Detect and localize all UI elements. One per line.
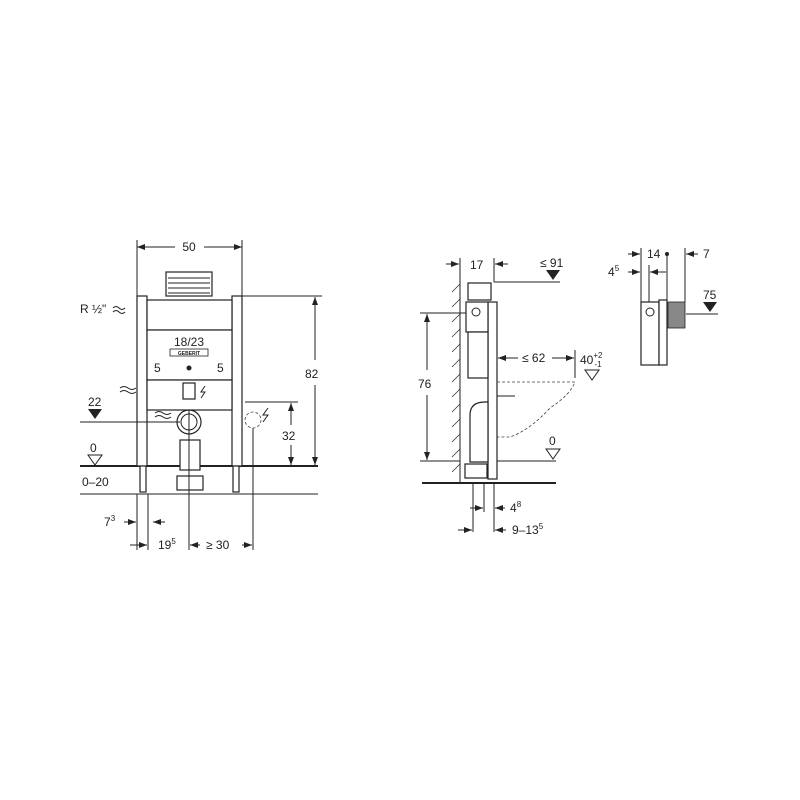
connection-label: R ½" — [80, 302, 106, 316]
level-marker-open — [584, 369, 600, 381]
foot-left — [139, 465, 147, 493]
electricity-icon-inner — [200, 385, 206, 399]
frame-right-post — [231, 295, 243, 467]
water-supply-icon — [119, 386, 137, 394]
dim-30-label: ≥ 30 — [206, 538, 230, 552]
side-drain-socket — [464, 463, 488, 479]
side-actuator — [467, 282, 492, 301]
brand-label: GEBERIT — [178, 351, 200, 357]
dim-9-13-label: 9–135 — [512, 522, 544, 537]
water-connection-icon — [112, 306, 126, 314]
center-point — [186, 365, 192, 371]
dim-height-32-label: 32 — [282, 429, 296, 443]
dim-height-76-label: 76 — [418, 377, 432, 391]
power-socket-icon — [244, 411, 262, 429]
level-75-label: 75 — [703, 288, 717, 302]
floor-range-label: 0–20 — [82, 475, 109, 489]
detail-actuator — [667, 301, 686, 329]
detail-frame — [640, 301, 660, 366]
dim-offset-left-label: 5 — [154, 361, 161, 375]
side-frame-post — [487, 301, 498, 480]
dim-offset-right-label: 5 — [217, 361, 224, 375]
side-level-0-label: 0 — [549, 434, 556, 448]
dim-inner-width-label: 18/23 — [174, 335, 204, 349]
foot-right — [232, 465, 240, 493]
dim-height-total-label: 82 — [305, 367, 319, 381]
front-view: 50 R ½" 18/23 GEBERIT 5 5 82 32 22 0 0–2… — [80, 240, 322, 552]
level-marker-open — [545, 448, 561, 460]
dim-depth-label: 17 — [470, 258, 484, 272]
seat-height-label: 40+2-1 — [580, 351, 603, 369]
dim-14-label: 14 — [647, 247, 661, 261]
level-marker-open — [87, 454, 103, 466]
level-91-label: ≤ 91 — [540, 256, 564, 270]
flush-actuator — [165, 271, 213, 297]
drain-pipe — [179, 439, 201, 471]
level-22-label: 22 — [88, 395, 102, 409]
dim-7-label: 73 — [104, 514, 116, 529]
wc-bowl-outline — [497, 381, 576, 438]
level-0-label: 0 — [90, 441, 97, 455]
dim-4-5-label: 45 — [608, 264, 620, 279]
side-valve — [465, 301, 489, 333]
center-dot — [665, 252, 669, 256]
detail-view: 14 7 45 75 — [608, 247, 718, 366]
cistern-top — [146, 299, 233, 331]
side-view: 17 ≤ 91 76 ≤ 62 40+2-1 0 48 9–135 — [418, 256, 603, 537]
level-marker-filled — [703, 302, 717, 312]
dim-4-8-label: 48 — [510, 500, 522, 515]
drain-socket — [176, 475, 204, 491]
dim-length-62-label: ≤ 62 — [522, 351, 546, 365]
water-flow-icon — [154, 411, 172, 419]
dim-19-label: 195 — [158, 537, 176, 552]
detail-post — [658, 299, 668, 366]
dim-width-label: 50 — [182, 240, 196, 254]
dim-7-label: 7 — [703, 247, 710, 261]
side-drain-bend — [469, 401, 489, 463]
side-cistern — [467, 331, 489, 379]
level-marker-filled — [88, 409, 102, 419]
level-marker-filled — [546, 270, 560, 280]
wall-hatching — [451, 283, 461, 473]
frame-left-post — [136, 295, 148, 467]
brand-plate — [169, 348, 209, 357]
water-connection — [182, 382, 196, 400]
electricity-icon — [262, 407, 269, 423]
